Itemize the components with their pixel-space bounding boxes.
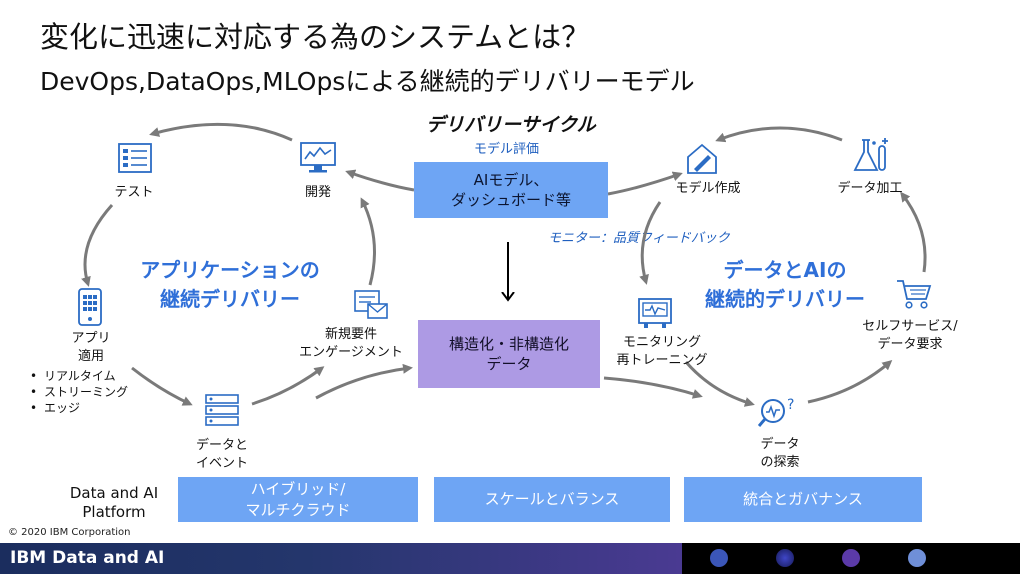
node-app: アプリ 適用 [71,331,111,364]
platform-box-hybrid: ハイブリッド/ マルチクラウド [178,477,418,522]
bullet-item: エッジ [30,400,128,416]
model-eval-label: モデル評価 [474,142,540,157]
node-data-explore: データ の探索 [760,437,800,470]
arrow-box-to-model [607,171,683,196]
arrow-box-to-explore [603,376,703,399]
platform-box-governance: 統合とガバナンス [684,477,922,522]
platform-box-scale: スケールとバランス [434,477,670,522]
arrow-model-to-mon [639,201,662,285]
arrow-to-data-box [315,363,413,400]
monitor-feedback-label: モニター：品質フィードバック [548,231,730,246]
left-cycle-title: アプリケーションの 継続デリバリー [140,258,320,311]
app-bullet-list: リアルタイム ストリーミング エッジ [30,368,128,416]
copyright: © 2020 IBM Corporation [8,527,131,538]
node-data-event: データと イベント [195,438,248,471]
arrow-explore-to-self [807,360,893,404]
footer-dot-3 [842,549,860,567]
arrow-process-to-model [715,126,843,143]
arrow-test-to-app [81,203,114,287]
node-test: テスト [114,185,154,200]
test-checklist-icon [118,143,152,173]
arrow-mon-to-explore [684,361,755,407]
node-model-create: モデル作成 [675,181,741,196]
footer-brand: IBM Data and AI [10,548,165,568]
ai-model-box: AIモデル、 ダッシュボード等 [414,162,608,218]
node-data-process: データ加工 [837,181,903,196]
page-subtitle: DevOps,DataOps,MLOpsによる継続的デリバリーモデル [40,67,695,96]
model-building-icon [687,143,717,174]
lab-flask-icon [853,138,888,171]
node-self-service: セルフサービス/ データ要求 [862,319,958,352]
arrow-data-to-req [251,366,325,406]
footer-dot-2 [776,549,794,567]
shopping-cart-icon [897,280,932,309]
node-new-req: 新規要件 エンゲージメント [299,327,403,360]
arrow-self-to-process [900,191,927,273]
delivery-cycle-title: デリバリーサイクル [426,114,596,136]
arrow-dev-to-test [149,122,293,142]
data-box: 構造化・非構造化 データ [418,320,600,388]
platform-label: Data and AI Platform [69,484,159,521]
envelope-form-icon [354,290,388,319]
bullet-item: リアルタイム [30,368,128,384]
bullet-item: ストリーミング [30,384,128,400]
footer-bar [0,543,682,574]
dev-monitor-icon [300,142,336,173]
magnifier-search-icon: ? [758,397,794,427]
mobile-phone-icon [78,288,102,326]
arrow-app-to-data [131,366,193,406]
monitoring-device-icon [638,298,672,328]
arrow-model-to-dev [345,169,415,192]
node-dev: 開発 [304,185,331,200]
page-title: 変化に迅速に対応する為のシステムとは？ [40,20,591,54]
arrow-req-to-dev [360,197,376,286]
svg-text:?: ? [787,397,794,413]
server-database-icon [205,394,239,426]
right-cycle-title: データとAIの 継続的デリバリー [705,258,865,311]
footer-dot-4 [908,549,926,567]
node-monitoring: モニタリング 再トレーニング [616,335,708,368]
footer-dot-1 [710,549,728,567]
